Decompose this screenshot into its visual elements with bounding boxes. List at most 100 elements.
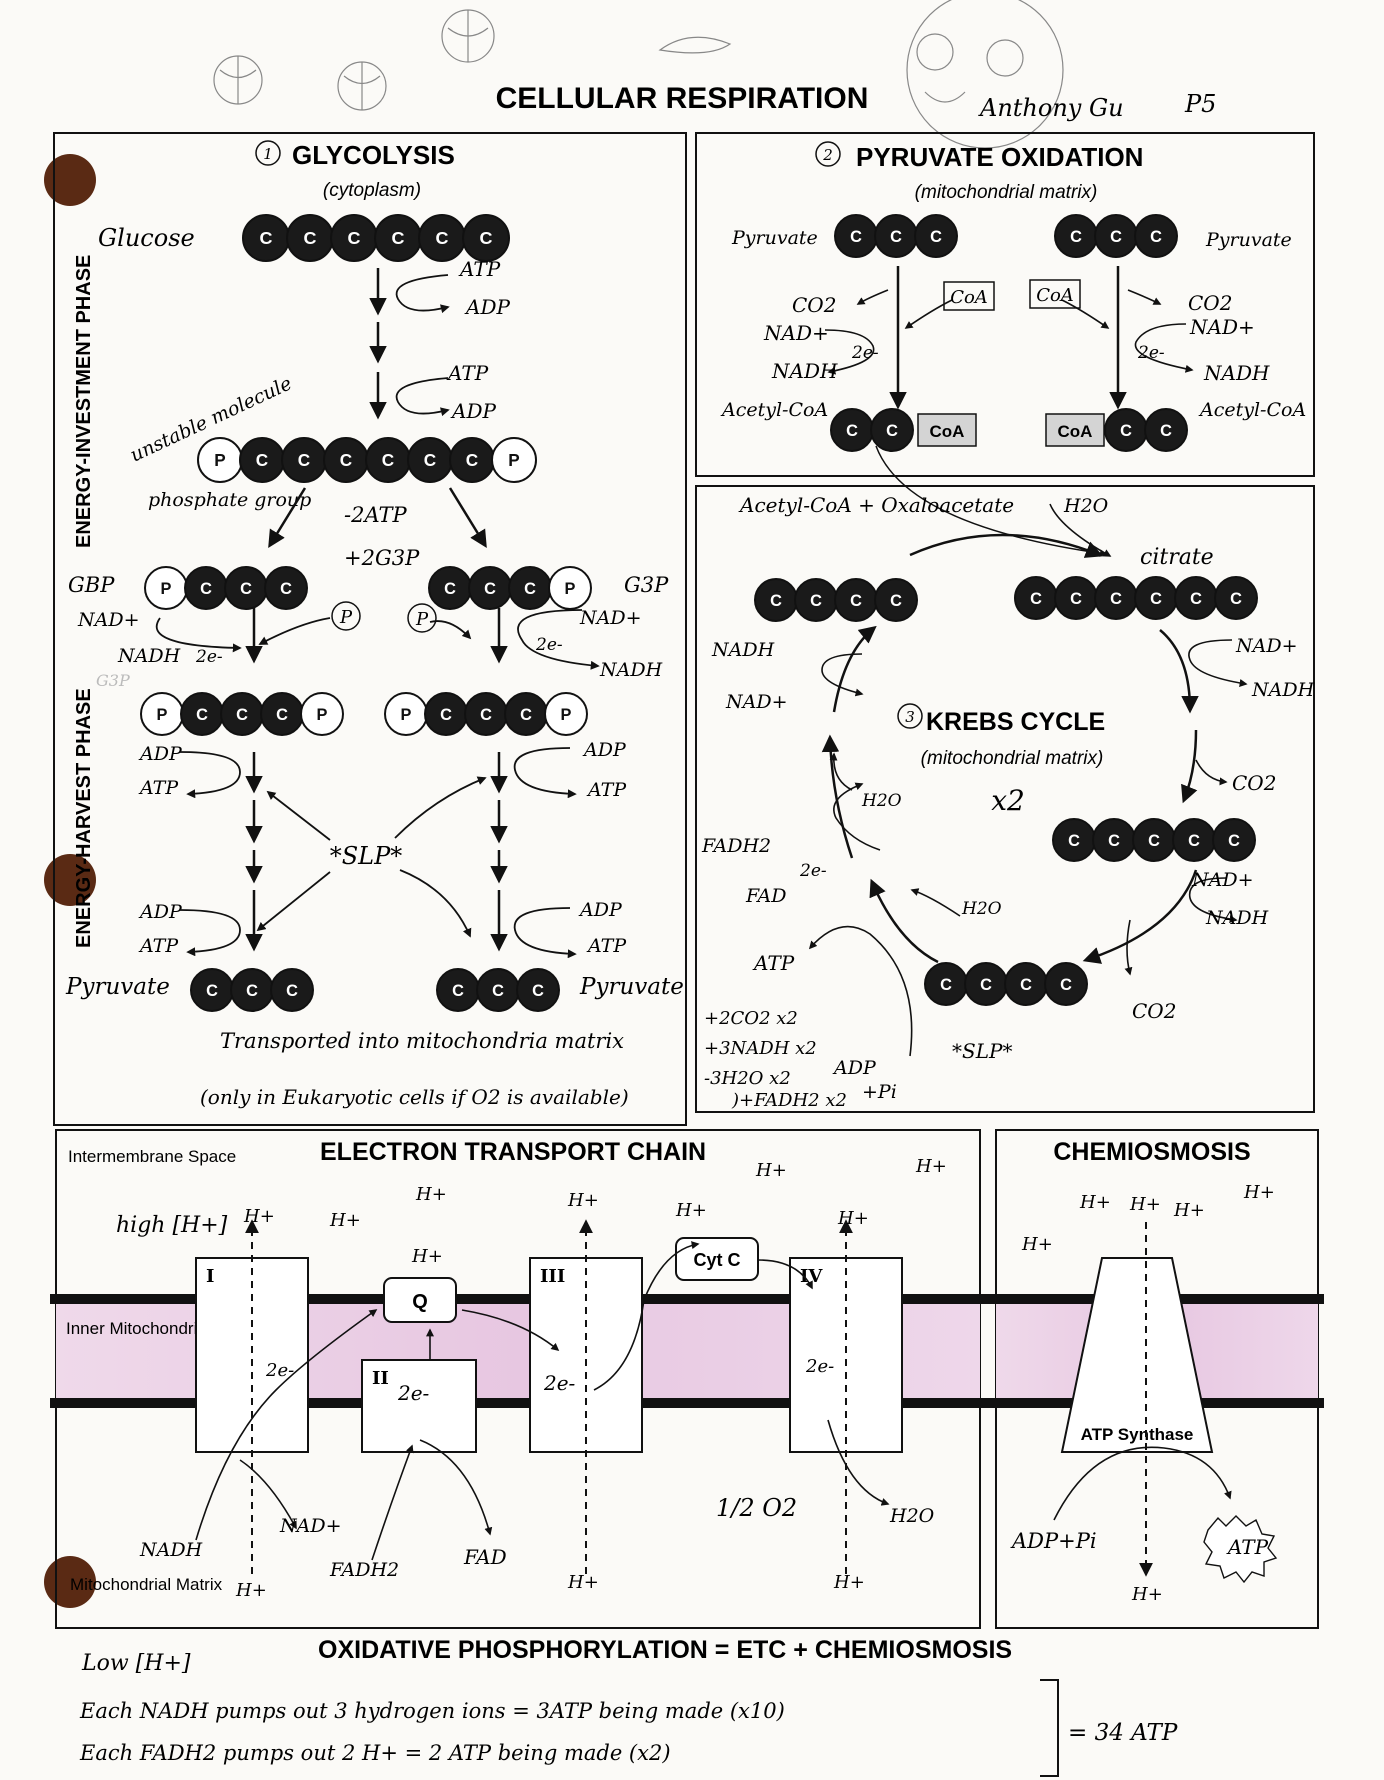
proton-label: H+ xyxy=(243,1206,275,1227)
fadh2-label: FADH2 xyxy=(701,835,771,857)
page-title: CELLULAR RESPIRATION xyxy=(496,82,869,115)
fad-label: FAD xyxy=(463,1545,507,1569)
complex-ii xyxy=(361,1359,477,1453)
carbon-symbol: C xyxy=(886,422,898,440)
h2o-label: H2O xyxy=(861,791,902,811)
carbon-symbol: C xyxy=(1110,228,1122,246)
krebs-cycle-title: KREBS CYCLE xyxy=(926,708,1105,736)
slp-label: *SLP* xyxy=(952,1039,1012,1063)
carbon-symbol: C xyxy=(276,706,288,724)
nad-label: NAD+ xyxy=(1189,315,1255,339)
nad-label: NAD+ xyxy=(579,607,642,629)
phosphorylation-arrow xyxy=(1053,1446,1232,1521)
phosphate-symbol: P xyxy=(214,450,225,470)
nadh-yield-line: Each NADH pumps out 3 hydrogen ions = 3A… xyxy=(79,1699,785,1723)
complex-iii-label: III xyxy=(540,1266,565,1287)
carbon-symbol: C xyxy=(1160,422,1172,440)
nad-label: NAD+ xyxy=(77,609,140,631)
h2o-label: H2O xyxy=(961,899,1002,919)
atp-synthase xyxy=(1060,1257,1214,1453)
krebs-side-arrows xyxy=(808,503,1248,1057)
phosphate-symbol: P xyxy=(161,580,172,598)
phosphate-atom xyxy=(548,566,592,610)
carbon-atom xyxy=(1044,962,1088,1006)
pyruvate-oxidation-title: PYRUVATE OXIDATION xyxy=(856,142,1143,172)
carbon-symbol: C xyxy=(236,706,248,724)
gbp-label: GBP xyxy=(68,573,115,597)
oxidative-phosphorylation-title: OXIDATIVE PHOSPHORYLATION = ETC + CHEMIO… xyxy=(318,1636,1012,1664)
doodle-sketches xyxy=(213,0,1064,149)
phosphate-atom xyxy=(491,437,537,483)
coa-box xyxy=(1029,279,1081,309)
atp-burst xyxy=(1203,1515,1278,1584)
proton-label: H+ xyxy=(567,1572,599,1593)
pyruvate-label: Pyruvate xyxy=(731,227,818,249)
carbon-symbol: C xyxy=(466,450,478,470)
atp-label: ATP xyxy=(586,935,627,957)
acetyl-coa-label: Acetyl-CoA xyxy=(720,399,828,421)
carbon-symbol: C xyxy=(1190,590,1202,608)
carbon-symbol: C xyxy=(260,228,273,248)
carbon-symbol: C xyxy=(810,592,822,610)
carbon-symbol: C xyxy=(520,706,532,724)
nad-label: NAD+ xyxy=(1191,869,1254,891)
coa-tag xyxy=(917,413,977,447)
krebs-cycle-panel xyxy=(695,485,1315,1113)
proton-label: H+ xyxy=(1079,1192,1111,1213)
carbon-symbol: C xyxy=(850,228,862,246)
carbon-symbol: C xyxy=(1228,832,1240,850)
q-label: Q xyxy=(412,1291,428,1313)
half-oxygen-label: 1/2 O2 xyxy=(716,1494,797,1522)
pyruvate-oxidation-location: (mitochondrial matrix) xyxy=(915,182,1098,203)
adp-label: ADP xyxy=(138,901,183,923)
coa-tag-label: CoA xyxy=(1058,422,1093,441)
pyruvate-label: Pyruvate xyxy=(65,974,170,1000)
total-bracket xyxy=(1040,1679,1059,1777)
pyruvate-label: Pyruvate xyxy=(1205,229,1292,251)
pyruvate-label: Pyruvate xyxy=(579,974,684,1000)
eukaryotic-note: (only in Eukaryotic cells if O2 is avail… xyxy=(200,1085,629,1109)
carbon-atom xyxy=(1212,818,1256,862)
adp-label: ADP xyxy=(578,899,623,921)
phosphate-circle xyxy=(331,601,361,631)
carbon-symbol: C xyxy=(1108,832,1120,850)
krebs-cycle-location: (mitochondrial matrix) xyxy=(921,748,1104,769)
nadh-label: NADH xyxy=(1251,679,1315,701)
carbon-symbol: C xyxy=(392,228,405,248)
atp-synthase-label: ATP Synthase xyxy=(1081,1425,1194,1444)
carbon-atom xyxy=(264,566,308,610)
transport-note: Transported into mitochondria matrix xyxy=(220,1029,624,1053)
glucose-label: Glucose xyxy=(98,224,195,252)
carbon-symbol: C xyxy=(444,580,456,598)
carbon-symbol: C xyxy=(1230,590,1242,608)
carbon-symbol: C xyxy=(1030,590,1042,608)
carbon-symbol: C xyxy=(532,982,544,1000)
phosphate-symbol: P xyxy=(508,450,519,470)
glycolysis-location: (cytoplasm) xyxy=(323,180,421,201)
carbon-symbol: C xyxy=(246,982,258,1000)
acetyl-to-krebs-arrow xyxy=(875,445,1108,557)
atp-product-label: ATP xyxy=(1226,1535,1269,1559)
carbon-symbol: C xyxy=(348,228,361,248)
two-electrons-label: 2e- xyxy=(805,1356,834,1377)
atp-label: ATP xyxy=(458,257,501,281)
carbon-symbol: C xyxy=(340,450,352,470)
carbon-symbol: C xyxy=(256,450,268,470)
phosphate-symbol: P xyxy=(157,706,168,724)
proton-label: H+ xyxy=(1243,1182,1275,1203)
krebs-total-line: -3H2O x2 xyxy=(704,1068,791,1089)
carbon-atom xyxy=(874,578,918,622)
proton-label: H+ xyxy=(567,1190,599,1211)
carbon-symbol: C xyxy=(940,976,952,994)
carbon-symbol: C xyxy=(980,976,992,994)
nadh-label: NADH xyxy=(599,659,663,681)
carbon-atom xyxy=(914,214,958,258)
step-number-circle xyxy=(897,703,923,729)
carbon-symbol: C xyxy=(524,580,536,598)
author-name: Anthony Gu xyxy=(978,94,1124,122)
